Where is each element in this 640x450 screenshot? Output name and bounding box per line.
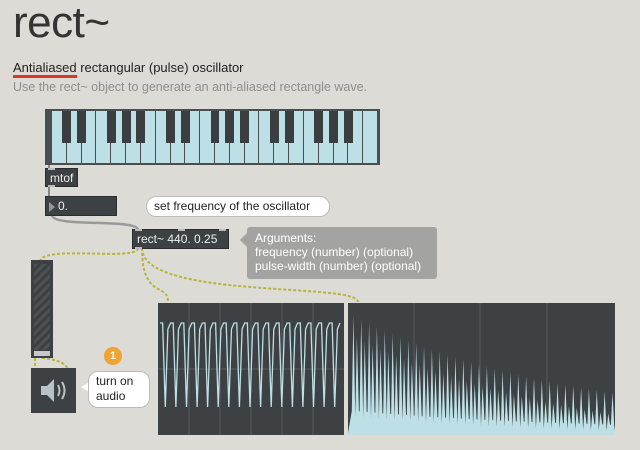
audio-comment-line-1: turn on: [96, 374, 134, 388]
arguments-title: Arguments:: [255, 231, 317, 245]
mtof-object[interactable]: mtof: [45, 168, 78, 187]
black-key[interactable]: [121, 111, 131, 143]
number-value: 0.: [58, 199, 69, 213]
audio-comment-line-2: audio: [96, 389, 126, 403]
scope-display[interactable]: [158, 303, 344, 435]
speaker-icon: [41, 379, 66, 402]
subtitle-rest: rectangular (pulse) oscillator: [76, 60, 244, 75]
page-subtitle: Antialiased rectangular (pulse) oscillat…: [13, 60, 244, 78]
black-key[interactable]: [210, 111, 220, 143]
black-key[interactable]: [166, 111, 175, 143]
scope-waveform: [158, 303, 344, 435]
rect-object[interactable]: rect~ 440. 0.25: [132, 229, 229, 249]
black-key[interactable]: [77, 111, 87, 143]
subtitle-highlight: Antialiased: [13, 60, 77, 78]
scope-trace: [160, 322, 341, 408]
arguments-line-pulse-width: pulse-width (number) (optional): [255, 259, 422, 273]
gain-slider[interactable]: [31, 260, 53, 358]
arguments-pointer-icon: [240, 232, 248, 248]
black-key[interactable]: [225, 111, 235, 143]
ezdac-audio-toggle[interactable]: [31, 368, 76, 413]
arguments-line-frequency: frequency (number) (optional): [255, 245, 414, 259]
keyboard-keys[interactable]: [52, 111, 378, 163]
audio-comment: turn on audio: [88, 371, 150, 408]
kslider-keyboard[interactable]: [45, 109, 380, 165]
black-key[interactable]: [106, 111, 116, 143]
black-key[interactable]: [240, 111, 250, 143]
black-key[interactable]: [136, 111, 146, 143]
frequency-comment: set frequency of the oscillator: [146, 196, 330, 217]
frequency-number-box[interactable]: 0.: [45, 196, 117, 216]
page-title: rect~: [13, 0, 110, 47]
step-badge: 1: [104, 347, 122, 365]
black-key[interactable]: [284, 111, 294, 143]
black-key[interactable]: [329, 111, 338, 143]
rect-inlet-3[interactable]: [219, 229, 226, 231]
page-description: Use the rect~ object to generate an anti…: [13, 80, 368, 94]
gain-slider-track[interactable]: [34, 264, 50, 350]
white-key[interactable]: [363, 111, 378, 163]
spectrum-plot: [348, 303, 618, 435]
black-key[interactable]: [314, 111, 324, 143]
triangle-arrow-icon: [49, 201, 55, 212]
spectroscope-display[interactable]: [348, 303, 618, 435]
spectrum-fill: [348, 315, 618, 435]
mtof-outlet[interactable]: [48, 185, 55, 187]
black-key[interactable]: [343, 111, 353, 143]
black-key[interactable]: [62, 111, 72, 143]
black-key[interactable]: [180, 111, 190, 143]
rect-inlet-1[interactable]: [135, 229, 142, 231]
arguments-comment: Arguments: frequency (number) (optional)…: [247, 227, 437, 279]
gain-slider-handle[interactable]: [34, 351, 50, 356]
mtof-label: mtof: [50, 171, 74, 185]
black-key[interactable]: [269, 111, 279, 143]
rect-outlet[interactable]: [135, 247, 142, 249]
rect-object-label: rect~ 440. 0.25: [137, 232, 218, 246]
rect-inlet-2[interactable]: [178, 229, 185, 231]
mtof-inlet[interactable]: [48, 168, 55, 170]
